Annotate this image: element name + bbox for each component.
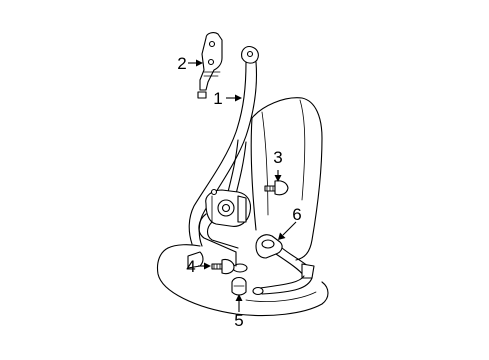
retractor-assembly	[187, 188, 252, 273]
callout-label-6: 6	[292, 205, 301, 224]
bolt-part-3	[264, 180, 289, 196]
callout-leaders	[188, 59, 297, 312]
cover-part-5	[231, 276, 247, 296]
callout-labels: 1 2 3 4 5 6	[177, 54, 301, 330]
callout-label-2: 2	[177, 54, 186, 73]
seat-outline	[156, 97, 329, 317]
callout-label-1: 1	[213, 89, 222, 108]
bolt-part-4	[211, 258, 235, 275]
callout-label-4: 4	[186, 257, 195, 276]
buckle-assembly-part-6	[252, 234, 315, 296]
shoulder-anchor-bracket	[197, 32, 223, 99]
callout-label-3: 3	[273, 148, 282, 167]
callout-label-5: 5	[234, 311, 243, 330]
